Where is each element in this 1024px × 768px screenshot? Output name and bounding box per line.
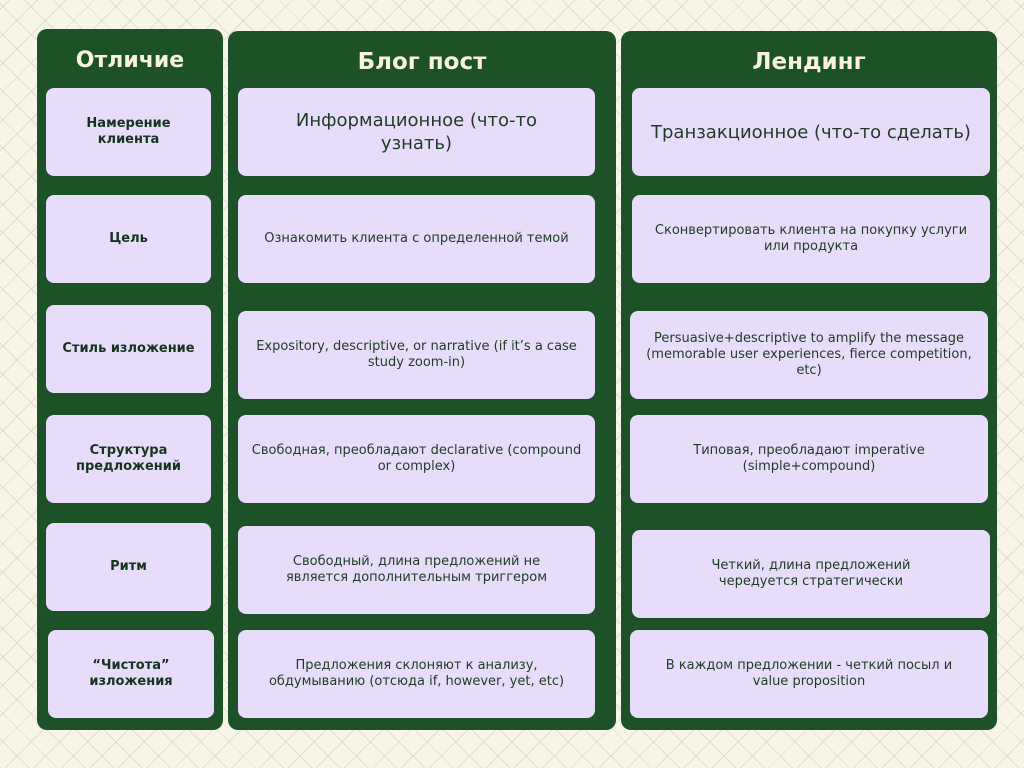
difference-header: Отличие	[75, 48, 185, 73]
row-label-cell: Стиль изложение	[46, 305, 211, 393]
row-label: “Чистота” изложения	[89, 658, 173, 689]
blog-cell: Предложения склоняют к анализу, обдумыва…	[238, 630, 595, 718]
blog-cell-text: Предложения склоняют к анализу, обдумыва…	[268, 658, 565, 689]
landing-cell: Persuasive+descriptive to amplify the me…	[630, 311, 988, 399]
blog-cell: Свободная, преобладают declarative (comp…	[238, 415, 595, 503]
landing-cell: Транзакционное (что-то сделать)	[632, 88, 990, 176]
row-label: Ритм	[110, 559, 147, 574]
row-label-cell: Структура предложений	[46, 415, 211, 503]
row-label: Намерение клиента	[86, 116, 171, 147]
blog-cell-text: Свободный, длина предложений не является…	[285, 554, 548, 585]
row-label: Стиль изложение	[62, 341, 195, 356]
blog-cell-text: Информационное (что-то узнать)	[295, 110, 538, 154]
row-label-cell: Цель	[46, 195, 211, 283]
blog-header: Блог пост	[357, 49, 487, 75]
row-label-cell: “Чистота” изложения	[48, 630, 214, 718]
landing-cell: Типовая, преобладают imperative (simple+…	[630, 415, 988, 503]
landing-cell-text: В каждом предложении - четкий посыл и va…	[665, 658, 953, 689]
landing-cell-text: Транзакционное (что-то сделать)	[651, 121, 971, 143]
blog-cell-text: Expository, descriptive, or narrative (i…	[256, 339, 577, 370]
row-label-cell: Намерение клиента	[46, 88, 211, 176]
row-label: Структура предложений	[76, 443, 182, 474]
landing-cell: В каждом предложении - четкий посыл и va…	[630, 630, 988, 718]
row-label: Цель	[109, 231, 148, 246]
landing-header: Лендинг	[752, 49, 866, 75]
blog-cell: Expository, descriptive, or narrative (i…	[238, 311, 595, 399]
landing-cell-text: Четкий, длина предложений чередуется стр…	[711, 558, 911, 589]
blog-cell: Ознакомить клиента с определенной темой	[238, 195, 595, 283]
landing-cell: Четкий, длина предложений чередуется стр…	[632, 530, 990, 618]
blog-cell: Информационное (что-то узнать)	[238, 88, 595, 176]
blog-cell-text: Ознакомить клиента с определенной темой	[264, 231, 569, 246]
blog-cell-text: Свободная, преобладают declarative (comp…	[251, 443, 582, 474]
landing-cell: Сконвертировать клиента на покупку услуг…	[632, 195, 990, 283]
landing-cell-text: Persuasive+descriptive to amplify the me…	[646, 331, 972, 378]
landing-cell-text: Типовая, преобладают imperative (simple+…	[693, 443, 925, 474]
landing-cell-text: Сконвертировать клиента на покупку услуг…	[654, 223, 968, 254]
row-label-cell: Ритм	[46, 523, 211, 611]
blog-cell: Свободный, длина предложений не является…	[238, 526, 595, 614]
